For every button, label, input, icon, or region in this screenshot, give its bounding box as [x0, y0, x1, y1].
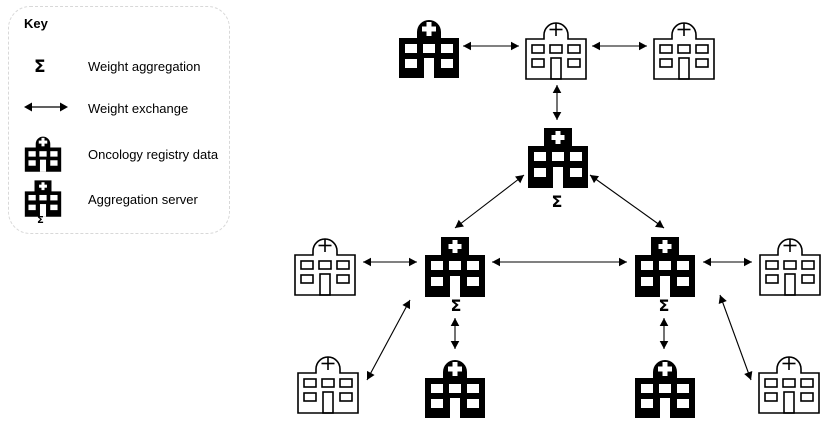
- weight-exchange-arrow: [366, 299, 411, 381]
- legend-label-weight-aggregation: Weight aggregation: [88, 59, 201, 74]
- weight-exchange-arrow: [492, 257, 627, 267]
- weight-exchange-arrow: [450, 318, 460, 349]
- legend-label-oncology-registry: Oncology registry data: [88, 147, 219, 162]
- weight-exchange-arrow: [703, 257, 752, 267]
- legend-title: Key: [24, 16, 48, 31]
- hospital-outline-icon: [297, 356, 359, 414]
- legend-label-weight-exchange: Weight exchange: [88, 101, 189, 116]
- weight-exchange-arrow: [552, 85, 562, 120]
- aggregation-server-icon: [425, 237, 485, 297]
- aggregation-server-icon: [24, 180, 62, 217]
- nodes-layer: [294, 20, 821, 418]
- weight-exchange-arrow: [659, 318, 669, 349]
- registry-hospital-icon: [425, 360, 485, 418]
- weight-exchange-arrow: [589, 174, 665, 229]
- hospital-outline-icon: [294, 238, 356, 296]
- sigma-icon: Σ: [34, 57, 46, 77]
- registry-hospital-icon: [399, 20, 459, 78]
- legend-server-sigma: Σ: [37, 215, 44, 226]
- hospital-outline-icon: [759, 238, 821, 296]
- weight-aggregation-sigma: Σ: [451, 296, 462, 315]
- edges-layer: [363, 41, 753, 381]
- legend-label-aggregation-server: Aggregation server: [88, 192, 198, 207]
- weight-exchange-arrow: [592, 41, 647, 51]
- aggregation-server-icon: [635, 237, 695, 297]
- weight-aggregation-sigma: Σ: [659, 296, 670, 315]
- hospital-filled-icon: [24, 136, 62, 172]
- legend-box: [8, 6, 230, 234]
- hospital-outline-icon: [525, 22, 587, 80]
- registry-hospital-icon: [635, 360, 695, 418]
- double-arrow-icon: [24, 102, 68, 112]
- weight-exchange-arrow: [363, 257, 417, 267]
- sigma-layer: Σ Σ Σ: [451, 192, 670, 315]
- hospital-outline-icon: [758, 356, 820, 414]
- aggregation-server-icon: [528, 128, 588, 188]
- weight-exchange-arrow: [718, 294, 753, 381]
- weight-aggregation-sigma: Σ: [552, 192, 563, 211]
- weight-exchange-arrow: [454, 174, 525, 229]
- hospital-outline-icon: [653, 22, 715, 80]
- weight-exchange-arrow: [463, 41, 519, 51]
